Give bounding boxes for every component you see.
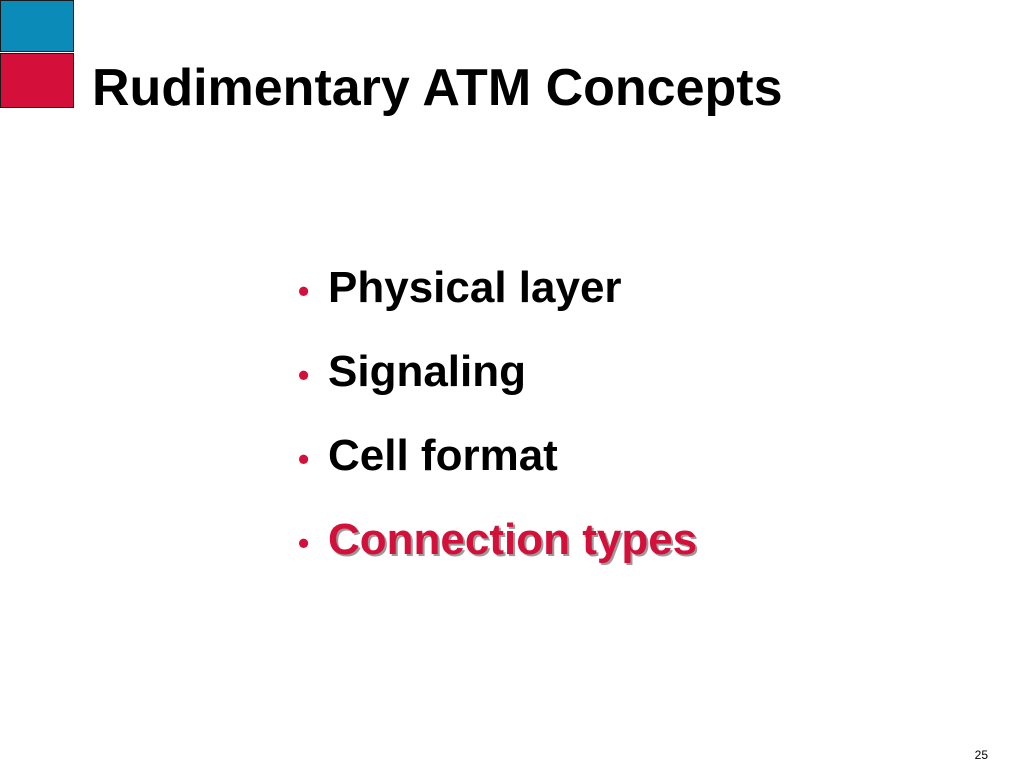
- bullet-text-highlighted: Connection types: [328, 515, 698, 564]
- bullet-text: Physical layer: [328, 263, 622, 312]
- bullet-text: Cell format: [328, 431, 558, 480]
- bullet-item-cell-format: • Cell format: [298, 430, 697, 514]
- bullet-icon: •: [298, 357, 310, 393]
- logo-block-blue: [0, 0, 74, 52]
- bullet-icon: •: [298, 441, 310, 477]
- bullet-icon: •: [298, 525, 310, 561]
- page-number: 25: [974, 748, 988, 762]
- bullet-item-connection-types: • Connection types: [298, 514, 697, 598]
- bullet-item-signaling: • Signaling: [298, 346, 697, 430]
- bullet-text: Signaling: [328, 347, 526, 396]
- bullet-list: • Physical layer • Signaling • Cell form…: [298, 262, 697, 598]
- bullet-item-physical-layer: • Physical layer: [298, 262, 697, 346]
- logo-block-red: [0, 53, 74, 108]
- bullet-icon: •: [298, 273, 310, 309]
- slide-title: Rudimentary ATM Concepts: [92, 59, 783, 117]
